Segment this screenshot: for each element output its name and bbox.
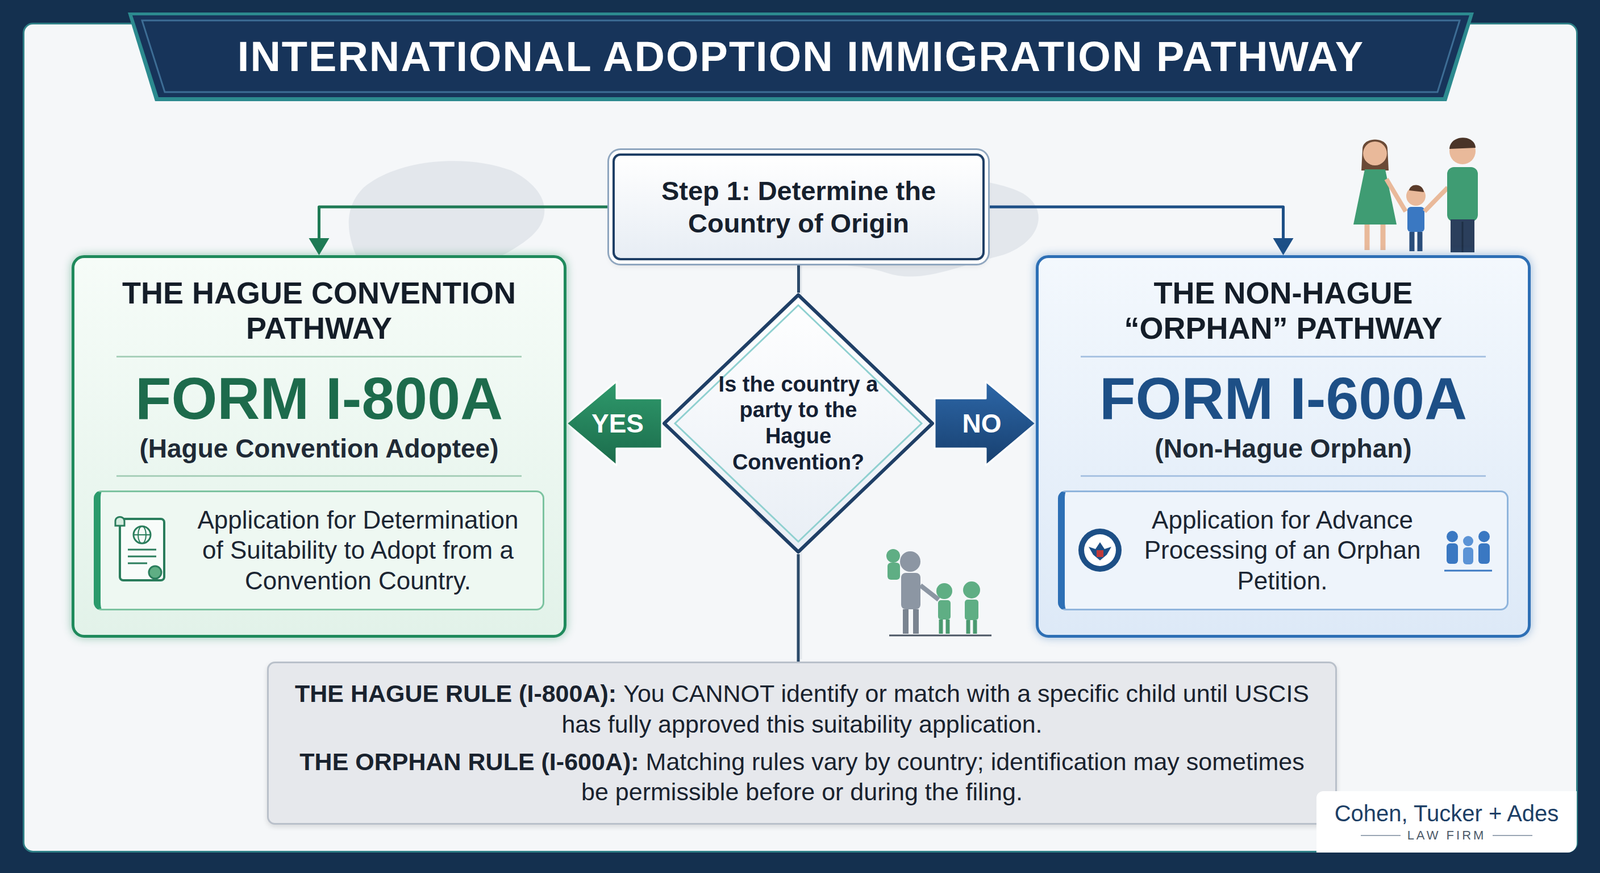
pathway-box: THE HAGUE CONVENTION PATHWAY FORM I-800A(…	[71, 255, 567, 638]
people-icon	[1440, 526, 1496, 574]
document-icon	[111, 513, 175, 587]
pathway-heading: THE HAGUE CONVENTION PATHWAY	[114, 275, 524, 346]
arrow-head	[309, 238, 330, 256]
connector	[309, 206, 614, 256]
diamond-outline	[661, 292, 935, 554]
process-box: Step 1: Determine the Country of Origin	[612, 153, 985, 261]
arrow-head	[1273, 238, 1294, 256]
rule-line	[1360, 834, 1401, 836]
firm-logo: Cohen, Tucker + AdesLAW FIRM	[1316, 790, 1577, 853]
connector-line	[797, 553, 800, 662]
decision-text: Is the country a party to the Hague Conv…	[704, 371, 893, 475]
form-description: Application for Advance Processing of an…	[1134, 504, 1431, 597]
edge-label: YES	[591, 407, 644, 439]
title-text: INTERNATIONAL ADOPTION IMMIGRATION PATHW…	[132, 15, 1470, 98]
divider-line	[1080, 475, 1487, 477]
firm-tagline: LAW FIRM	[1407, 827, 1487, 843]
firm-name: Cohen, Tucker + Ades	[1334, 800, 1560, 826]
seal-icon	[1076, 526, 1124, 574]
connector	[984, 206, 1294, 256]
rule-paragraph: THE HAGUE RULE (I-800A):You CANNOT ident…	[291, 678, 1313, 740]
description-panel: Application for Advance Processing of an…	[1057, 490, 1509, 611]
form-subtitle: (Hague Convention Adoptee)	[139, 432, 499, 465]
divider-line	[116, 475, 523, 477]
form-description: Application for Determination of Suitabi…	[184, 504, 532, 597]
pathway-heading: THE NON-HAGUE “ORPHAN” PATHWAY	[1078, 275, 1489, 346]
family-illustration	[1353, 137, 1478, 253]
divider-line	[116, 355, 523, 358]
step-text: Step 1: Determine the Country of Origin	[627, 174, 970, 240]
edge-label: NO	[962, 407, 1002, 439]
rule-heading: THE HAGUE RULE (I-800A):	[294, 679, 617, 707]
connector-line	[984, 206, 1284, 242]
direction-arrow	[566, 381, 662, 466]
connector	[798, 553, 799, 662]
rule-box: THE HAGUE RULE (I-800A):You CANNOT ident…	[267, 661, 1337, 825]
divider-line	[1080, 355, 1487, 358]
rule-text: You CANNOT identify or match with a spec…	[561, 679, 1310, 738]
form-number: FORM I-600A	[1099, 367, 1468, 430]
title-banner	[127, 12, 1474, 102]
rule-text: Matching rules vary by country; identifi…	[581, 747, 1305, 806]
pathway-box: THE NON-HAGUE “ORPHAN” PATHWAY FORM I-600…	[1035, 255, 1531, 638]
decision-diamond: Is the country a party to the Hague Conv…	[661, 292, 935, 554]
rule-heading: THE ORPHAN RULE (I-600A):	[299, 747, 639, 775]
form-number: FORM I-800A	[135, 367, 503, 430]
description-panel: Application for Determination of Suitabi…	[93, 490, 545, 611]
connector-line	[319, 206, 614, 242]
connector	[934, 381, 1036, 466]
connector	[798, 260, 799, 293]
direction-arrow	[934, 381, 1036, 466]
connector-line	[797, 260, 800, 293]
rule-paragraph: THE ORPHAN RULE (I-600A):Matching rules …	[291, 746, 1313, 808]
rule-line	[1492, 834, 1533, 836]
connector	[566, 381, 662, 466]
form-subtitle: (Non-Hague Orphan)	[1154, 432, 1412, 465]
firm-subline: LAW FIRM	[1360, 827, 1533, 843]
family-illustration	[886, 548, 992, 636]
